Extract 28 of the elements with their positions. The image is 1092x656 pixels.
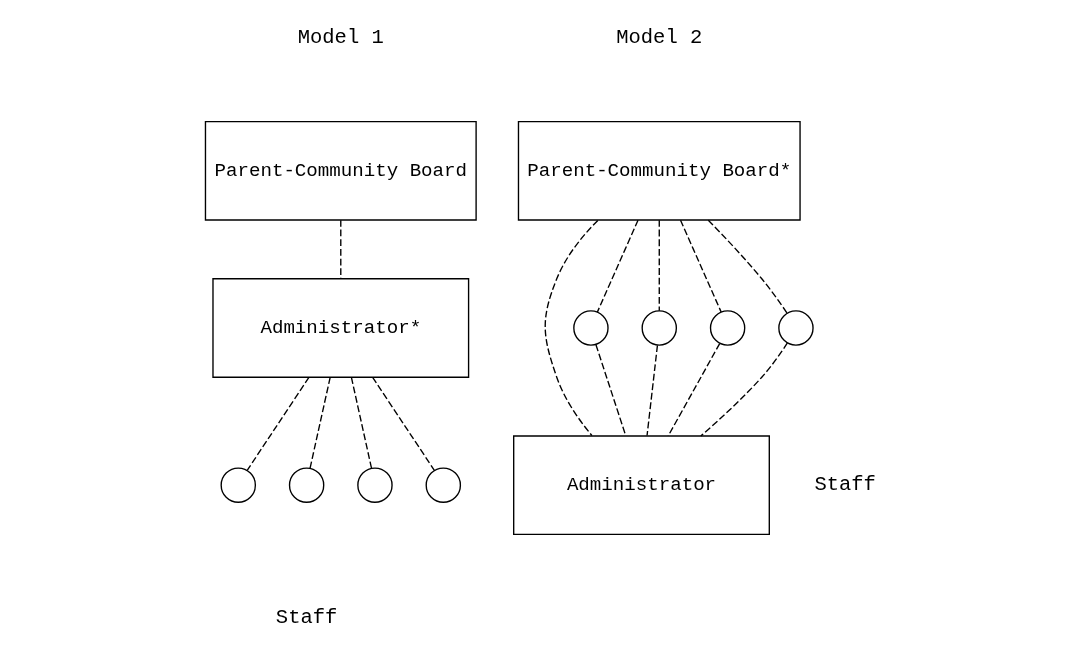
node-circle (572, 310, 609, 346)
connector (371, 376, 435, 472)
label: Staff (813, 472, 876, 496)
connector (645, 344, 658, 437)
node-box: Parent-Community Board (204, 120, 477, 221)
connector (596, 219, 639, 313)
label: Model 1 (297, 26, 384, 50)
node-circle (425, 467, 461, 503)
connector (339, 219, 341, 280)
connector (308, 376, 331, 469)
node-box: Administrator (512, 435, 770, 536)
node-circle (777, 310, 814, 346)
connector (544, 219, 598, 437)
node-circle (641, 310, 677, 346)
label: Model 2 (615, 26, 702, 50)
node-box: Parent-Community Board* (517, 120, 801, 221)
node-circle (220, 467, 256, 503)
node-circle (356, 467, 393, 503)
connector (699, 342, 788, 437)
connector (246, 376, 310, 472)
connector (658, 219, 660, 312)
connector (350, 376, 372, 469)
node-circle (288, 467, 324, 503)
connector (679, 219, 722, 313)
node-box: Administrator* (211, 278, 469, 378)
connector (707, 219, 788, 314)
label: Staff (275, 605, 337, 629)
node-circle (709, 310, 745, 346)
